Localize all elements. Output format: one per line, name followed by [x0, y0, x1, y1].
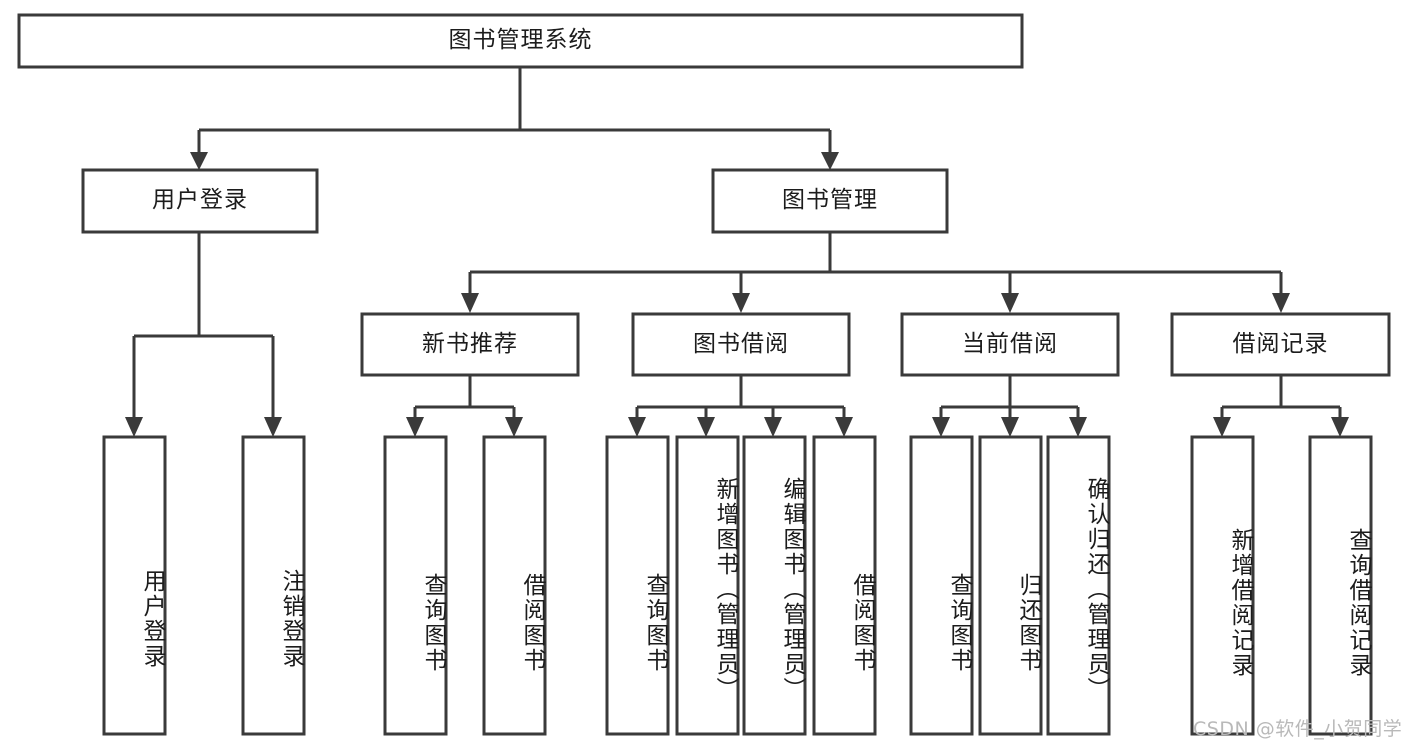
arrowhead-leaf-query-book-rec [406, 417, 424, 437]
node-box-leaf-logout-login[interactable] [241, 435, 306, 736]
node-box-book-management[interactable] [711, 168, 949, 234]
arrowhead-leaf-query-book-borrow [628, 417, 646, 437]
node-box-user-login[interactable] [81, 168, 319, 234]
arrowhead-user-login [190, 152, 208, 170]
arrowhead-leaf-user-login [125, 417, 143, 437]
node-box-new-book-recommend[interactable] [360, 312, 580, 377]
node-box-leaf-query-book-rec[interactable] [383, 435, 448, 736]
node-box-borrow-record[interactable] [1170, 312, 1391, 377]
node-box-root[interactable] [17, 13, 1024, 69]
node-box-leaf-borrow-book-rec[interactable] [482, 435, 547, 736]
arrowhead-leaf-confirm-return [1069, 417, 1087, 437]
node-box-leaf-add-borrow-record[interactable] [1190, 435, 1255, 736]
boxes-layer [17, 13, 1391, 736]
watermark-credit: CSDN @软件_小贺同学 [1193, 718, 1403, 740]
arrowhead-current-borrow [1001, 293, 1019, 313]
arrowhead-leaf-add-borrow-record [1213, 417, 1231, 437]
arrowhead-leaf-logout-login [264, 417, 282, 437]
node-box-leaf-query-book-current[interactable] [909, 435, 974, 736]
arrowhead-leaf-query-borrow-record [1331, 417, 1349, 437]
arrowhead-leaf-borrow-book-rec [505, 417, 523, 437]
arrowhead-leaf-query-book-current [932, 417, 950, 437]
node-box-leaf-query-borrow-record[interactable] [1308, 435, 1373, 736]
arrowhead-book-management [821, 152, 839, 170]
node-box-leaf-user-login[interactable] [102, 435, 167, 736]
node-box-leaf-return-book[interactable] [978, 435, 1043, 736]
node-box-leaf-confirm-return[interactable] [1046, 435, 1111, 736]
arrowhead-leaf-borrow-book [835, 417, 853, 437]
node-box-current-borrow[interactable] [900, 312, 1120, 377]
arrowhead-leaf-add-book [697, 417, 715, 437]
arrowhead-leaf-return-book [1001, 417, 1019, 437]
arrowhead-borrow-record [1272, 293, 1290, 313]
edges-layer [125, 67, 1349, 437]
arrowhead-book-borrow [732, 293, 750, 313]
arrowhead-leaf-edit-book [764, 417, 782, 437]
node-box-leaf-query-book-borrow[interactable] [605, 435, 670, 736]
arrowhead-new-book-recommend [461, 293, 479, 313]
node-box-book-borrow[interactable] [631, 312, 851, 377]
node-box-leaf-edit-book[interactable] [742, 435, 807, 736]
node-box-leaf-borrow-book[interactable] [812, 435, 877, 736]
node-box-leaf-add-book[interactable] [675, 435, 740, 736]
